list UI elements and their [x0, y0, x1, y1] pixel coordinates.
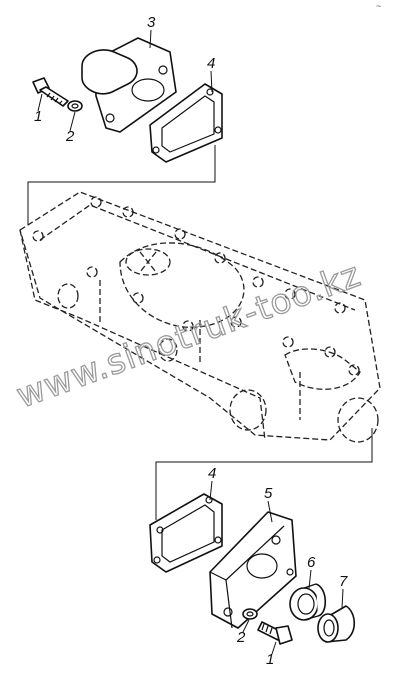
bottom-bracket	[155, 428, 373, 520]
callout-bottom-gasket: 4	[208, 465, 216, 482]
top-washer	[67, 100, 83, 112]
bottom-cap	[317, 605, 356, 643]
callout-bottom-cap: 7	[339, 573, 348, 590]
top-bolt	[32, 77, 69, 107]
callout-bottom-plate: 5	[264, 485, 273, 502]
bottom-washer	[242, 608, 258, 620]
bottom-callouts: 4 5 6 7 2 1	[208, 465, 348, 668]
callout-top-bolt: 1	[34, 108, 42, 125]
top-flange	[81, 37, 177, 133]
bottom-bolt	[257, 621, 293, 645]
callout-top-gasket: 4	[207, 55, 215, 72]
top-callouts: 1 2 3 4	[34, 14, 215, 145]
bottom-plate	[209, 511, 297, 629]
cylinder-head-block	[19, 191, 381, 443]
bottom-gasket	[149, 493, 223, 573]
callout-top-washer: 2	[65, 128, 75, 145]
corner-mark: ~	[376, 1, 381, 11]
bottom-seal-ring	[289, 583, 327, 621]
callout-bottom-bolt: 1	[266, 651, 274, 668]
top-bracket	[27, 145, 216, 230]
callout-bottom-washer: 2	[236, 629, 246, 646]
callout-top-flange: 3	[147, 14, 156, 31]
top-gasket	[149, 83, 223, 163]
callout-bottom-seal-ring: 6	[307, 554, 316, 571]
